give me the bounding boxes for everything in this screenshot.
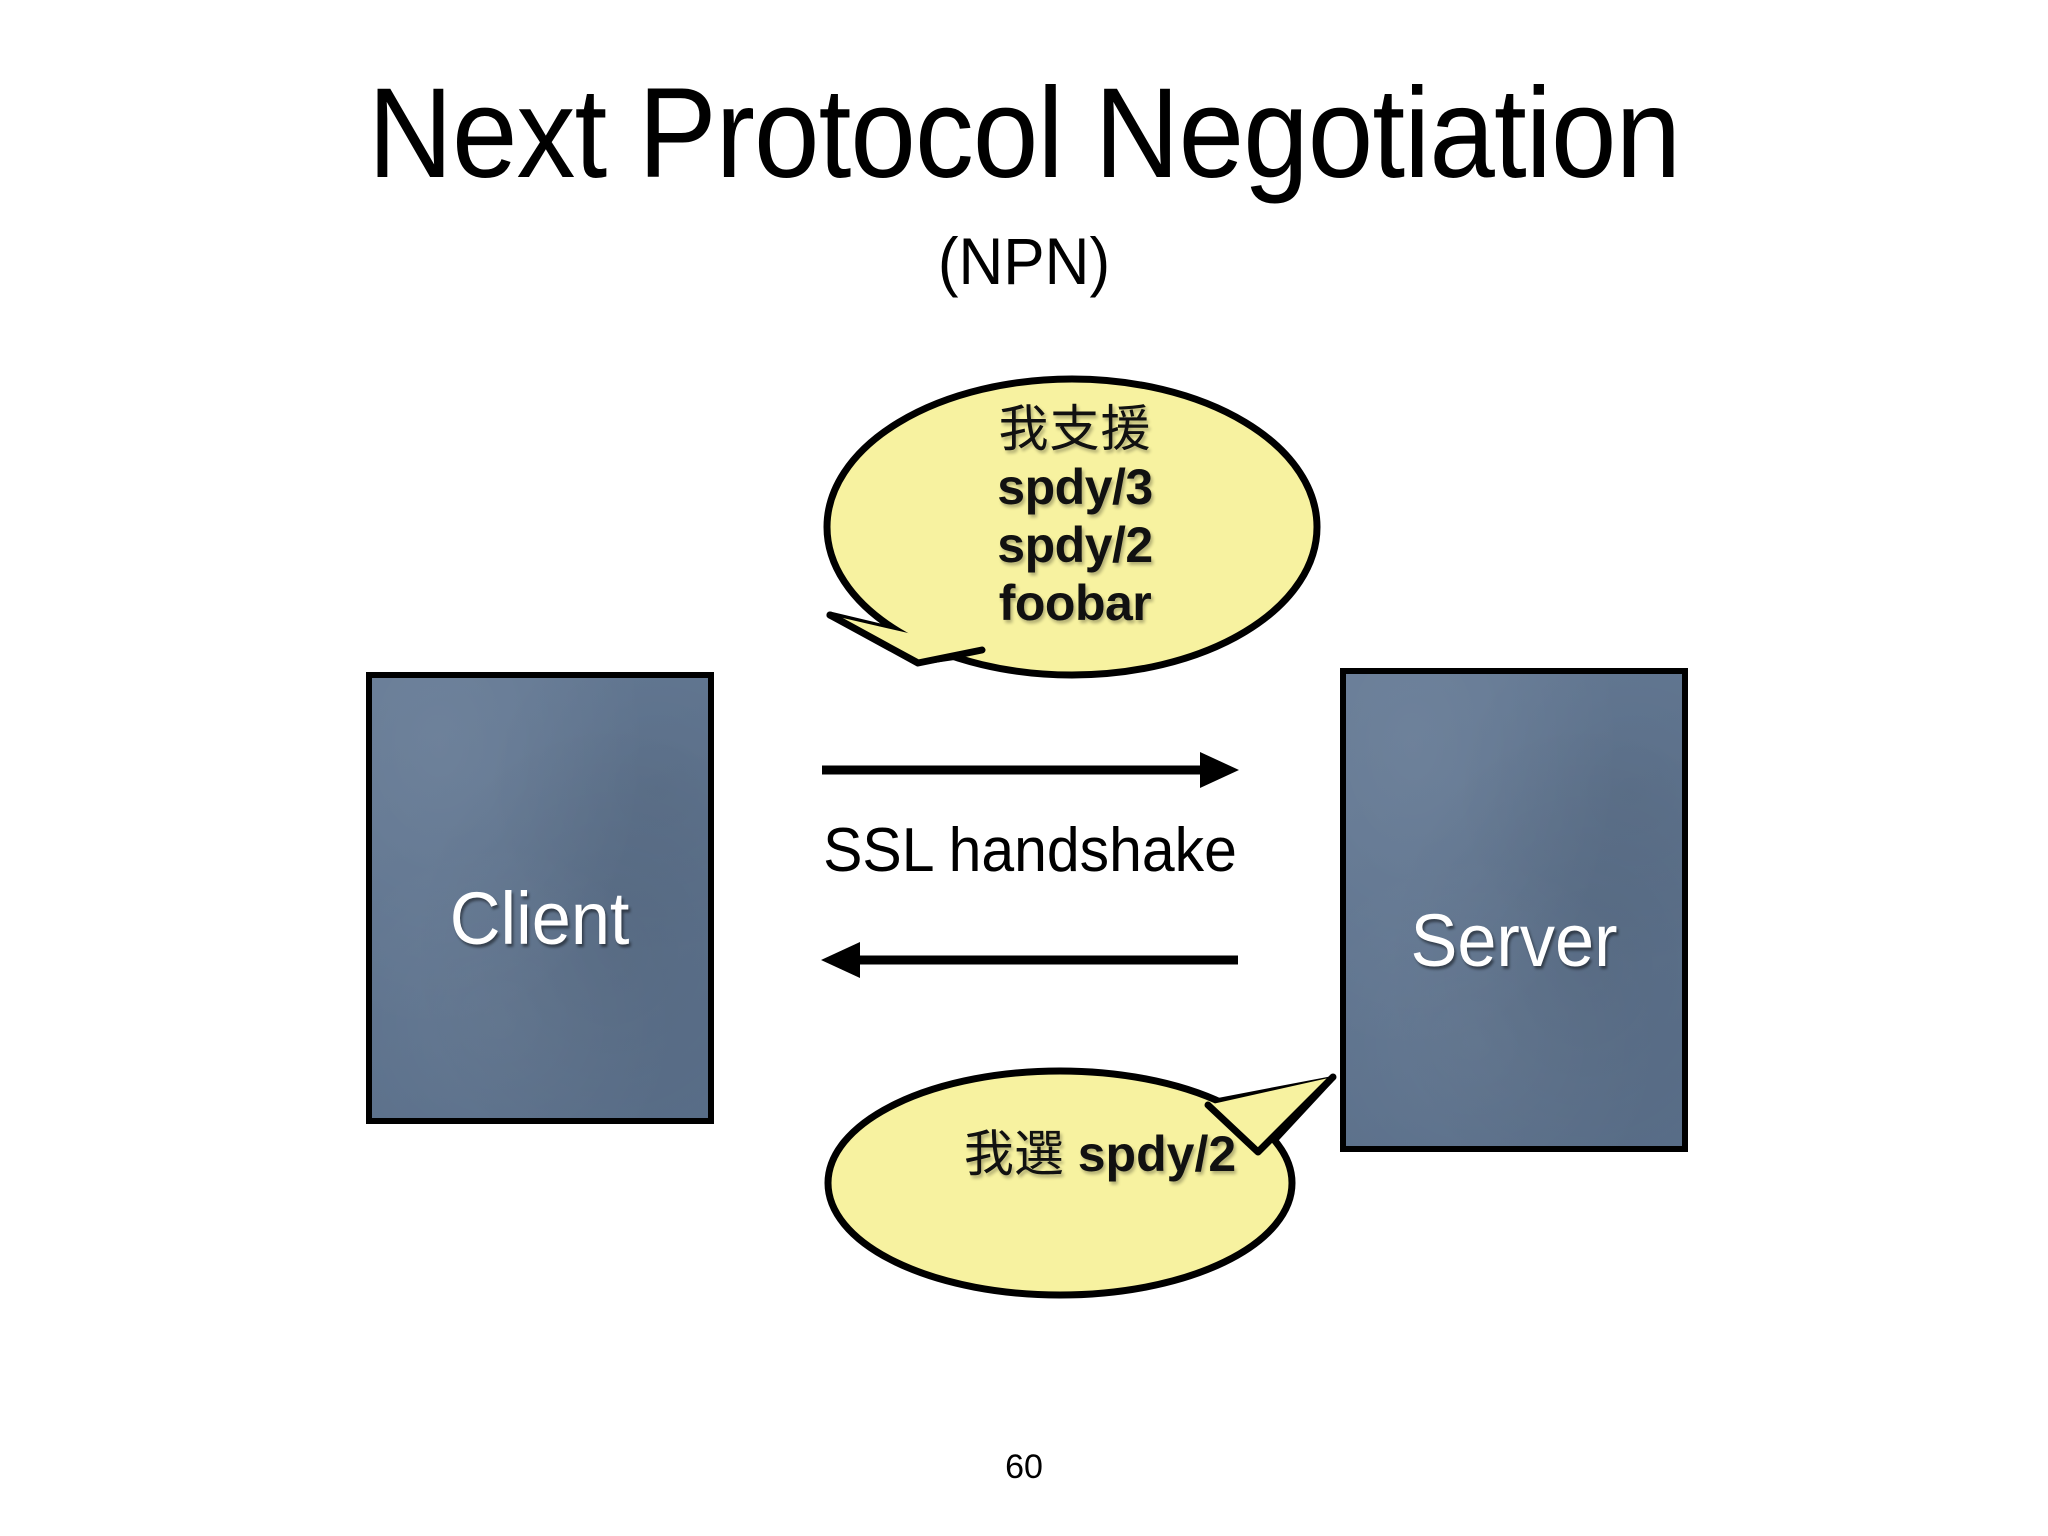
client-offer-bubble-text: 我支援 spdy/3 spdy/2 foobar	[930, 400, 1220, 632]
client-offer-protocol-2: spdy/2	[997, 517, 1153, 573]
server-label: Server	[1410, 899, 1618, 982]
client-offer-protocol-3: foobar	[998, 575, 1152, 631]
client-offer-cjk-line: 我支援	[998, 401, 1152, 457]
server-box: Server	[1340, 668, 1688, 1152]
client-offer-protocol-1: spdy/3	[997, 459, 1153, 515]
server-select-cjk-prefix: 我選	[963, 1126, 1064, 1182]
client-label: Client	[450, 877, 630, 960]
page-title: Next Protocol Negotiation	[367, 62, 1681, 205]
client-offer-bubble	[823, 375, 1321, 679]
handshake-label: SSL handshake	[823, 816, 1237, 885]
server-select-bubble-text: 我選 spdy/2	[890, 1125, 1310, 1183]
server-select-bubble	[824, 1067, 1337, 1299]
server-select-protocol: spdy/2	[1077, 1126, 1237, 1182]
arrow-client-to-server-icon	[822, 752, 1239, 788]
client-box: Client	[366, 672, 714, 1124]
arrow-server-to-client-icon	[821, 942, 1238, 978]
page-subtitle: (NPN)	[937, 224, 1111, 298]
page-number: 60	[1005, 1448, 1043, 1486]
